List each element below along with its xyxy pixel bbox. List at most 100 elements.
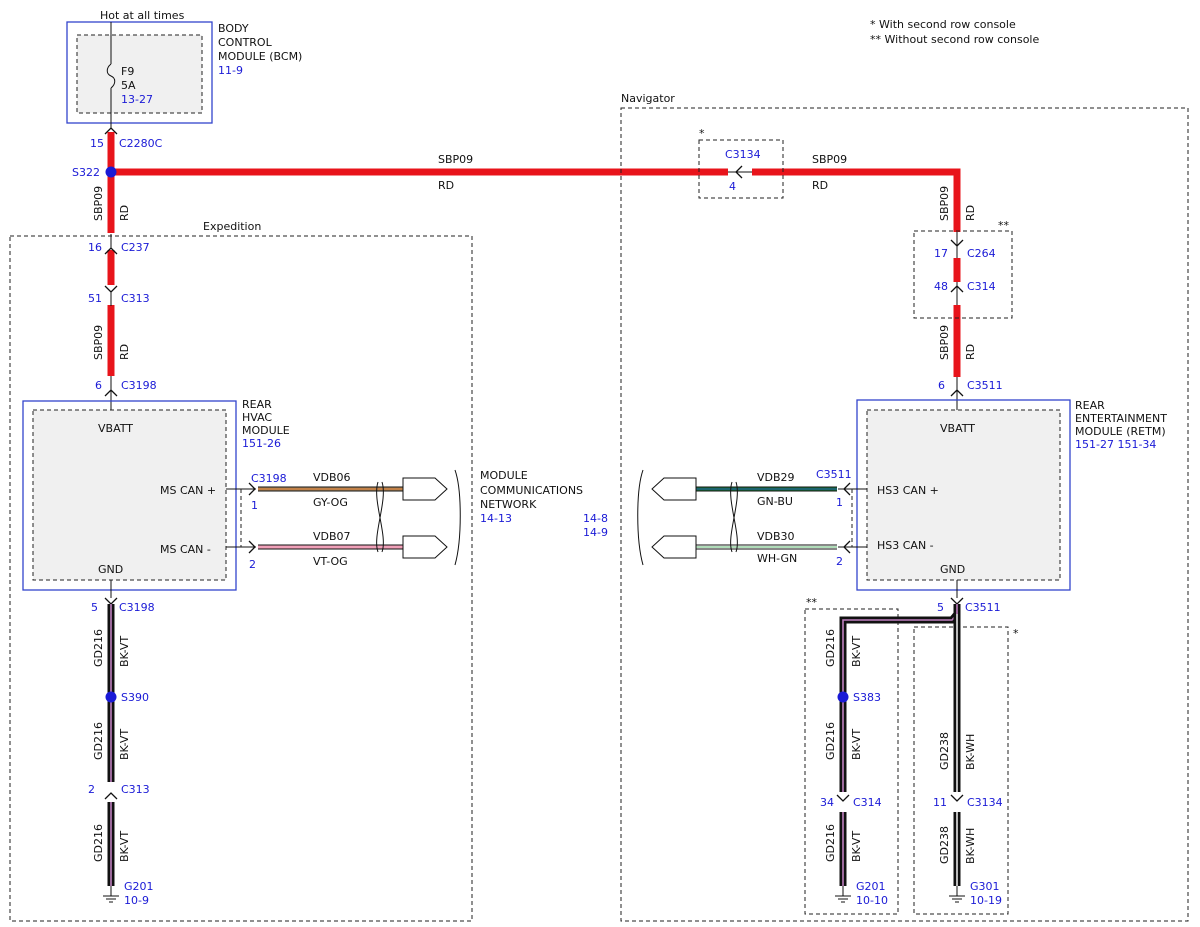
option-double-star-label: ** (806, 596, 818, 609)
ground-g201-right-icon (835, 886, 851, 903)
gd216-left-color-3: BK-VT (118, 831, 131, 862)
c3511-can-label: C3511 (816, 468, 852, 481)
bcm-pin: 15 (90, 137, 104, 150)
gd216-right-color-2: BK-VT (850, 729, 863, 760)
bcm-name-1: BODY (218, 22, 249, 35)
wire-vdb06-circuit: VDB06 (313, 471, 351, 484)
wire-left-circuit-1: SBP09 (92, 186, 105, 221)
c3198-gnd-pin: 5 (91, 601, 98, 614)
wire-vdb30-circuit: VDB30 (757, 530, 795, 543)
expedition-region (9, 235, 473, 922)
ground-g301-icon (949, 886, 965, 903)
gd216-left-color-2: BK-VT (118, 729, 131, 760)
c3198-can-minus-chevron (248, 540, 256, 554)
gd216-left-circuit-3: GD216 (92, 824, 105, 862)
splice-s390-label: S390 (121, 691, 149, 704)
wire-right-color-1: RD (964, 205, 977, 221)
c3511-can-plus-chevron (843, 482, 851, 496)
g201-right-label: G201 (856, 880, 886, 893)
c3198-can-pin1: 1 (251, 499, 258, 512)
wire-left-circuit-2: SBP09 (92, 325, 105, 360)
hvac-name-3: MODULE (242, 424, 290, 437)
retm-hs3-can-plus: HS3 CAN + (877, 484, 939, 497)
connector-chevron (104, 127, 118, 135)
navigator-label: Navigator (621, 92, 675, 105)
fuse-label: F9 (121, 65, 134, 78)
fuse-ref: 13-27 (121, 93, 153, 106)
mcn-line-2: COMMUNICATIONS (480, 484, 583, 497)
hvac-ref: 151-26 (242, 437, 281, 450)
c313-pin: 51 (88, 292, 102, 305)
mcn-line-3: NETWORK (480, 498, 537, 511)
c3511-can-minus-chevron (843, 540, 851, 554)
retm-ref: 151-27 151-34 (1075, 438, 1156, 451)
gd216-left-circuit-1: GD216 (92, 629, 105, 667)
gd216-right-color-1: BK-VT (850, 636, 863, 667)
retm-name-3: MODULE (RETM) (1075, 425, 1166, 438)
g301-ref: 10-19 (970, 894, 1002, 907)
wire-left-color-1: RD (118, 205, 131, 221)
offpage-arrow-vdb29 (651, 477, 697, 501)
g201-right-ref: 10-10 (856, 894, 888, 907)
bcm-feed-label: Hot at all times (100, 9, 185, 22)
ground-g201-left-icon (103, 886, 119, 903)
mcn-bracket-left (454, 469, 461, 566)
gd216-right-circuit-3: GD216 (824, 824, 837, 862)
option-single-star-box (913, 626, 1009, 915)
c3134-bottom-label: C3134 (967, 796, 1003, 809)
hvac-gnd: GND (98, 563, 123, 576)
gd238-color-2: BK-WH (964, 828, 977, 864)
gd216-left-circuit-2: GD216 (92, 722, 105, 760)
c313-bottom-pin: 2 (88, 783, 95, 796)
c3511-gnd-label: C3511 (965, 601, 1001, 614)
c314-top-label: C314 (967, 280, 996, 293)
c3134-chevron (735, 165, 743, 179)
mcn-ref-left: 14-13 (480, 512, 512, 525)
hvac-ms-can-minus: MS CAN - (160, 543, 211, 556)
hvac-name-1: REAR (242, 398, 272, 411)
g201-left-ref: 10-9 (124, 894, 149, 907)
c3511-gnd-chevron (950, 597, 964, 605)
wire-vdb07-color: VT-OG (313, 555, 348, 568)
offpage-arrow-vdb07 (402, 535, 448, 559)
splice-s383-label: S383 (853, 691, 881, 704)
option-single-star-label: * (1013, 627, 1019, 640)
hvac-name-2: HVAC (242, 411, 272, 424)
c264-pin: 17 (934, 247, 948, 260)
fuse-icon (106, 63, 116, 89)
wire-left-color-2: RD (118, 344, 131, 360)
c3198-can-pin2: 2 (249, 558, 256, 571)
offpage-arrow-vdb30 (651, 535, 697, 559)
wire-top-right-color: RD (812, 179, 828, 192)
bcm-outline (66, 21, 213, 124)
c3134-bottom-chevron (950, 794, 964, 802)
c264-label: C264 (967, 247, 996, 260)
retm-hs3-can-minus: HS3 CAN - (877, 539, 934, 552)
expedition-label: Expedition (203, 220, 261, 233)
wire-sbp09-top-right (752, 168, 961, 232)
retm-gnd: GND (940, 563, 965, 576)
hvac-ms-can-plus: MS CAN + (160, 484, 216, 497)
wire-right-circuit-1: SBP09 (938, 186, 951, 221)
twisted-pair-right-icon (730, 481, 738, 553)
c3511-can-pin1: 1 (836, 496, 843, 509)
c3198-gnd-label: C3198 (119, 601, 155, 614)
c314-top-pin: 48 (934, 280, 948, 293)
wire-vdb07-circuit: VDB07 (313, 530, 351, 543)
c314-bottom-chevron (836, 794, 850, 802)
c3198-top-label: C3198 (121, 379, 157, 392)
gd216-left-color-1: BK-VT (118, 636, 131, 667)
g301-label: G301 (970, 880, 1000, 893)
bcm-connector: C2280C (119, 137, 163, 150)
c3134-label: C3134 (725, 148, 761, 161)
wire-vdb30-color: WH-GN (757, 552, 797, 565)
c3134-box (698, 139, 784, 199)
c314-bottom-label: C314 (853, 796, 882, 809)
c3198-top-pin: 6 (95, 379, 102, 392)
wire-top-right-circuit: SBP09 (812, 153, 847, 166)
splice-s383 (837, 691, 849, 703)
c237-pin: 16 (88, 241, 102, 254)
splice-s322 (105, 166, 117, 178)
offpage-arrow-vdb06 (402, 477, 448, 501)
